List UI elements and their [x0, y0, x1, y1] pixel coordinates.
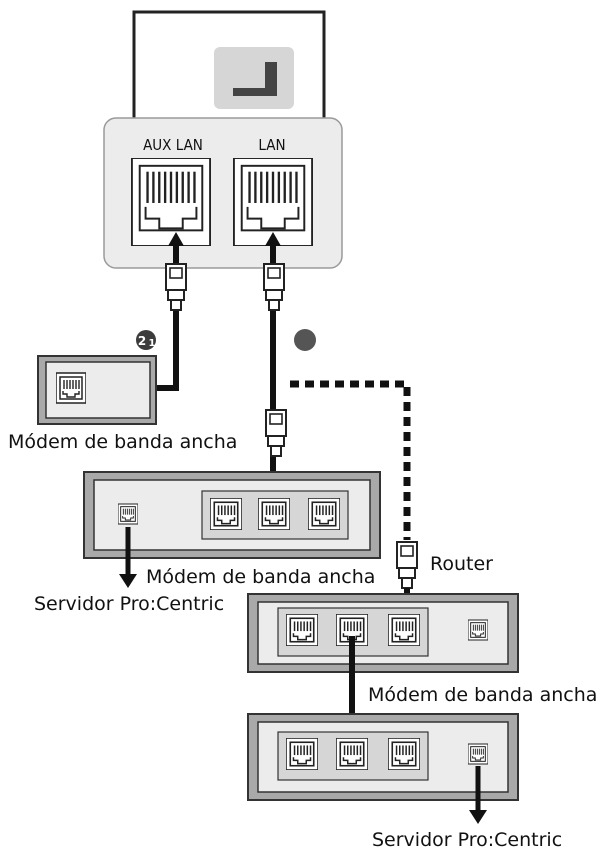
cable-router-dashed [290, 380, 411, 540]
modem-bottom-port-2-icon [336, 738, 368, 770]
aux-plug-icon [165, 263, 187, 311]
svg-text:1: 1 [149, 338, 156, 349]
modem-middle-port-2-icon [258, 498, 290, 530]
label-modem-middle: Módem de banda ancha [146, 566, 375, 588]
modem-right [247, 593, 519, 673]
router-plug-icon [396, 541, 418, 589]
label-modem-top: Módem de banda ancha [8, 431, 237, 453]
modem-bottom [247, 713, 519, 801]
modem-top-port-icon [56, 372, 86, 404]
modem-middle-uplink-icon [118, 503, 138, 525]
badge-option-1 [294, 329, 316, 351]
label-server-left: Servidor Pro:Centric [34, 593, 224, 615]
aux-lan-label: AUX LAN [143, 136, 203, 154]
lan-label: LAN [258, 136, 285, 154]
label-server-bottom: Servidor Pro:Centric [372, 829, 562, 851]
modem-right-uplink-icon [468, 619, 488, 641]
lan-plug-bottom-icon [265, 409, 287, 457]
modem-middle-port-1-icon [210, 498, 242, 530]
modem-right-port-1-icon [286, 614, 318, 646]
svg-text:2: 2 [138, 334, 146, 348]
lan-plug-top-icon [263, 263, 285, 311]
modem-middle [83, 471, 381, 559]
modem-bottom-port-1-icon [286, 738, 318, 770]
badge-option-2: 2 1 [136, 330, 156, 350]
modem-top [37, 355, 157, 425]
label-router: Router [430, 553, 493, 575]
aux-lan-port-icon [131, 158, 211, 246]
cable-lan [263, 232, 287, 504]
label-modem-bottom: Módem de banda ancha [368, 684, 597, 706]
modem-bottom-uplink-icon [468, 743, 488, 765]
modem-right-port-3-icon [388, 614, 420, 646]
tv-bracket-icon [233, 62, 277, 96]
modem-middle-port-3-icon [308, 498, 340, 530]
port-panel: AUX LAN LAN [103, 117, 343, 269]
modem-bottom-port-3-icon [388, 738, 420, 770]
